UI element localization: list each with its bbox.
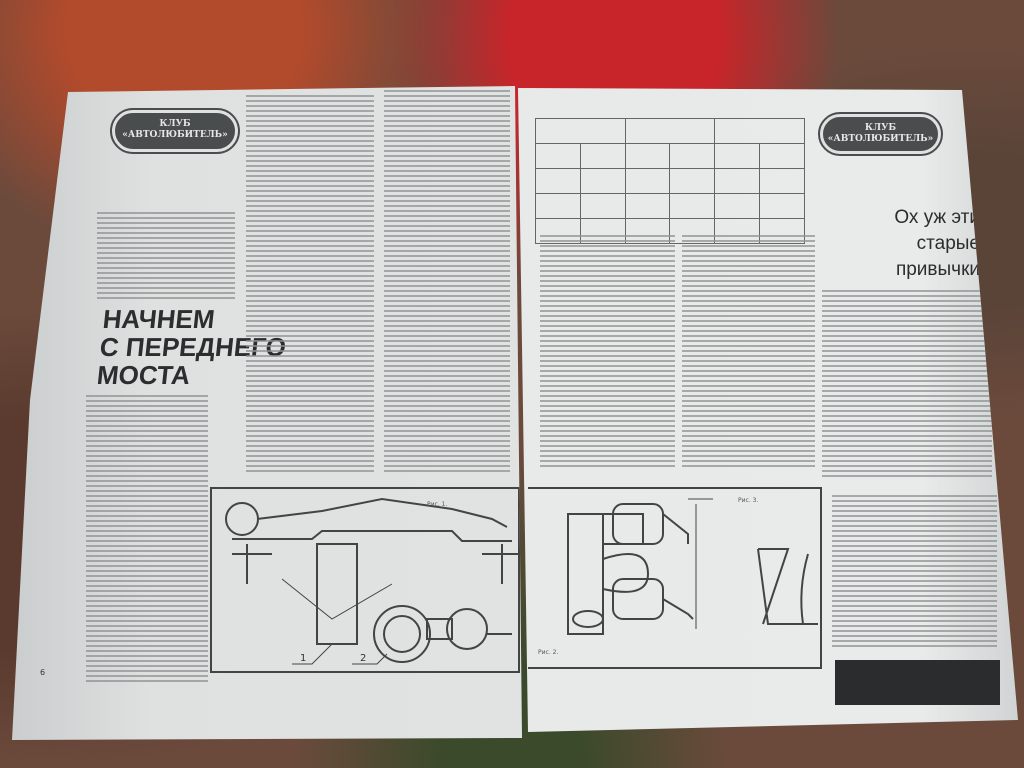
figure-1: 1 2 Рис. 1. xyxy=(210,487,522,673)
figure-caption: Рис. 3. xyxy=(738,497,759,504)
text-column xyxy=(246,95,374,475)
text-column xyxy=(86,395,208,685)
intro-text xyxy=(97,212,235,302)
suspension-drawing xyxy=(567,498,818,635)
figure-label: 1 xyxy=(300,653,306,664)
text-column xyxy=(384,90,510,472)
text-column xyxy=(832,495,997,650)
text-column xyxy=(682,235,815,470)
dimensions-table xyxy=(535,118,805,244)
text-column xyxy=(822,290,992,480)
figure-caption: Рис. 1. xyxy=(427,501,448,508)
headline-line: привычки xyxy=(895,259,980,280)
figure-label: 2 xyxy=(360,653,366,664)
article-headline: Ох уж эти старые привычки xyxy=(835,205,980,283)
page-number: 6 xyxy=(40,668,46,677)
figure-caption: Рис. 2. xyxy=(538,649,559,656)
black-bar xyxy=(835,660,1000,705)
headline-line: Ох уж эти xyxy=(894,207,980,228)
headline-line: старые xyxy=(916,233,980,254)
figure-2: Рис. 3. Рис. 2. xyxy=(528,487,822,669)
text-column xyxy=(540,235,675,470)
club-badge: КЛУБ «АВТОЛЮБИТЕЛЬ» xyxy=(110,108,240,154)
club-badge: КЛУБ «АВТОЛЮБИТЕЛЬ» xyxy=(818,112,943,156)
wheel-alignment-drawing: 1 2 xyxy=(225,497,522,665)
